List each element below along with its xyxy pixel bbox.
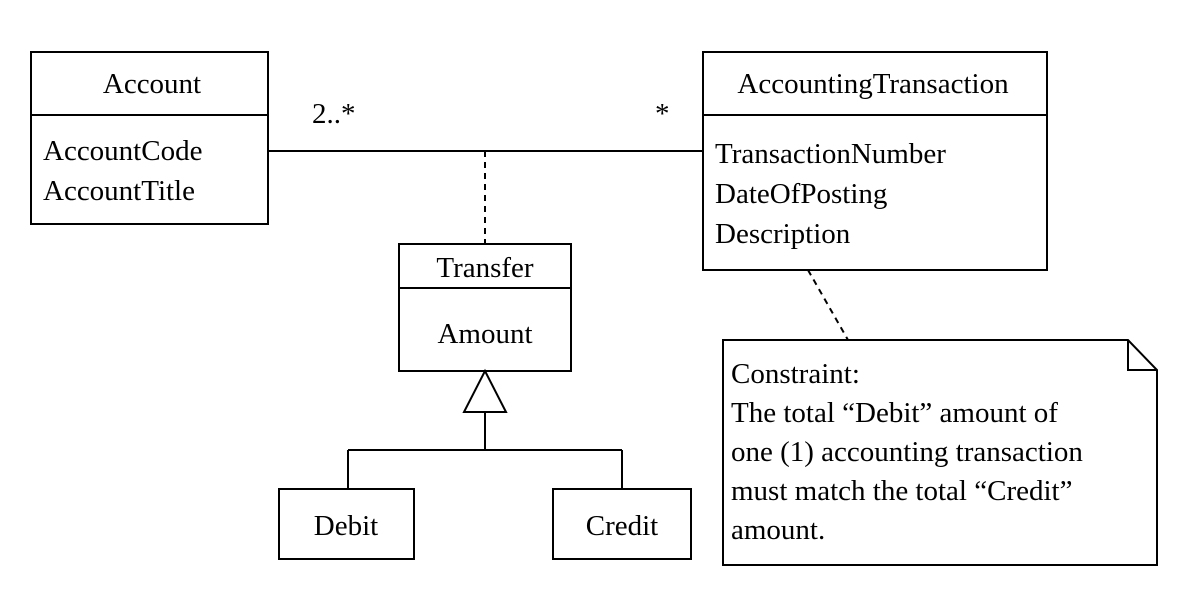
transfer-class: Transfer Amount (398, 243, 572, 372)
debit-class-name: Debit (314, 510, 378, 542)
debit-class: Debit (278, 488, 415, 560)
account-attribute: AccountTitle (43, 175, 195, 207)
note-line: amount. (731, 514, 825, 546)
note-line: Constraint: (731, 358, 860, 390)
accounting-transaction-attribute: TransactionNumber (715, 138, 946, 170)
note-anchor-line (807, 269, 849, 341)
account-class: Account AccountCode AccountTitle (30, 51, 269, 225)
credit-class: Credit (552, 488, 692, 560)
account-multiplicity: 2..* (312, 98, 356, 130)
accounting-transaction-attribute: Description (715, 218, 851, 250)
account-class-name: Account (103, 68, 201, 100)
credit-class-name: Credit (586, 510, 659, 542)
generalization-arrow (347, 368, 623, 489)
accounting-transaction-class: AccountingTransaction TransactionNumber … (702, 51, 1048, 271)
transfer-attribute: Amount (437, 318, 532, 350)
note-line: must match the total “Credit” (731, 475, 1072, 507)
note-line: one (1) accounting transaction (731, 436, 1083, 468)
transaction-multiplicity: * (655, 98, 670, 130)
transfer-class-name: Transfer (436, 252, 534, 284)
constraint-note: Constraint: The total “Debit” amount of … (722, 339, 1158, 566)
accounting-transaction-class-name: AccountingTransaction (737, 68, 1009, 100)
account-attribute: AccountCode (43, 135, 202, 167)
note-line: The total “Debit” amount of (731, 397, 1058, 429)
accounting-transaction-attribute: DateOfPosting (715, 178, 887, 210)
